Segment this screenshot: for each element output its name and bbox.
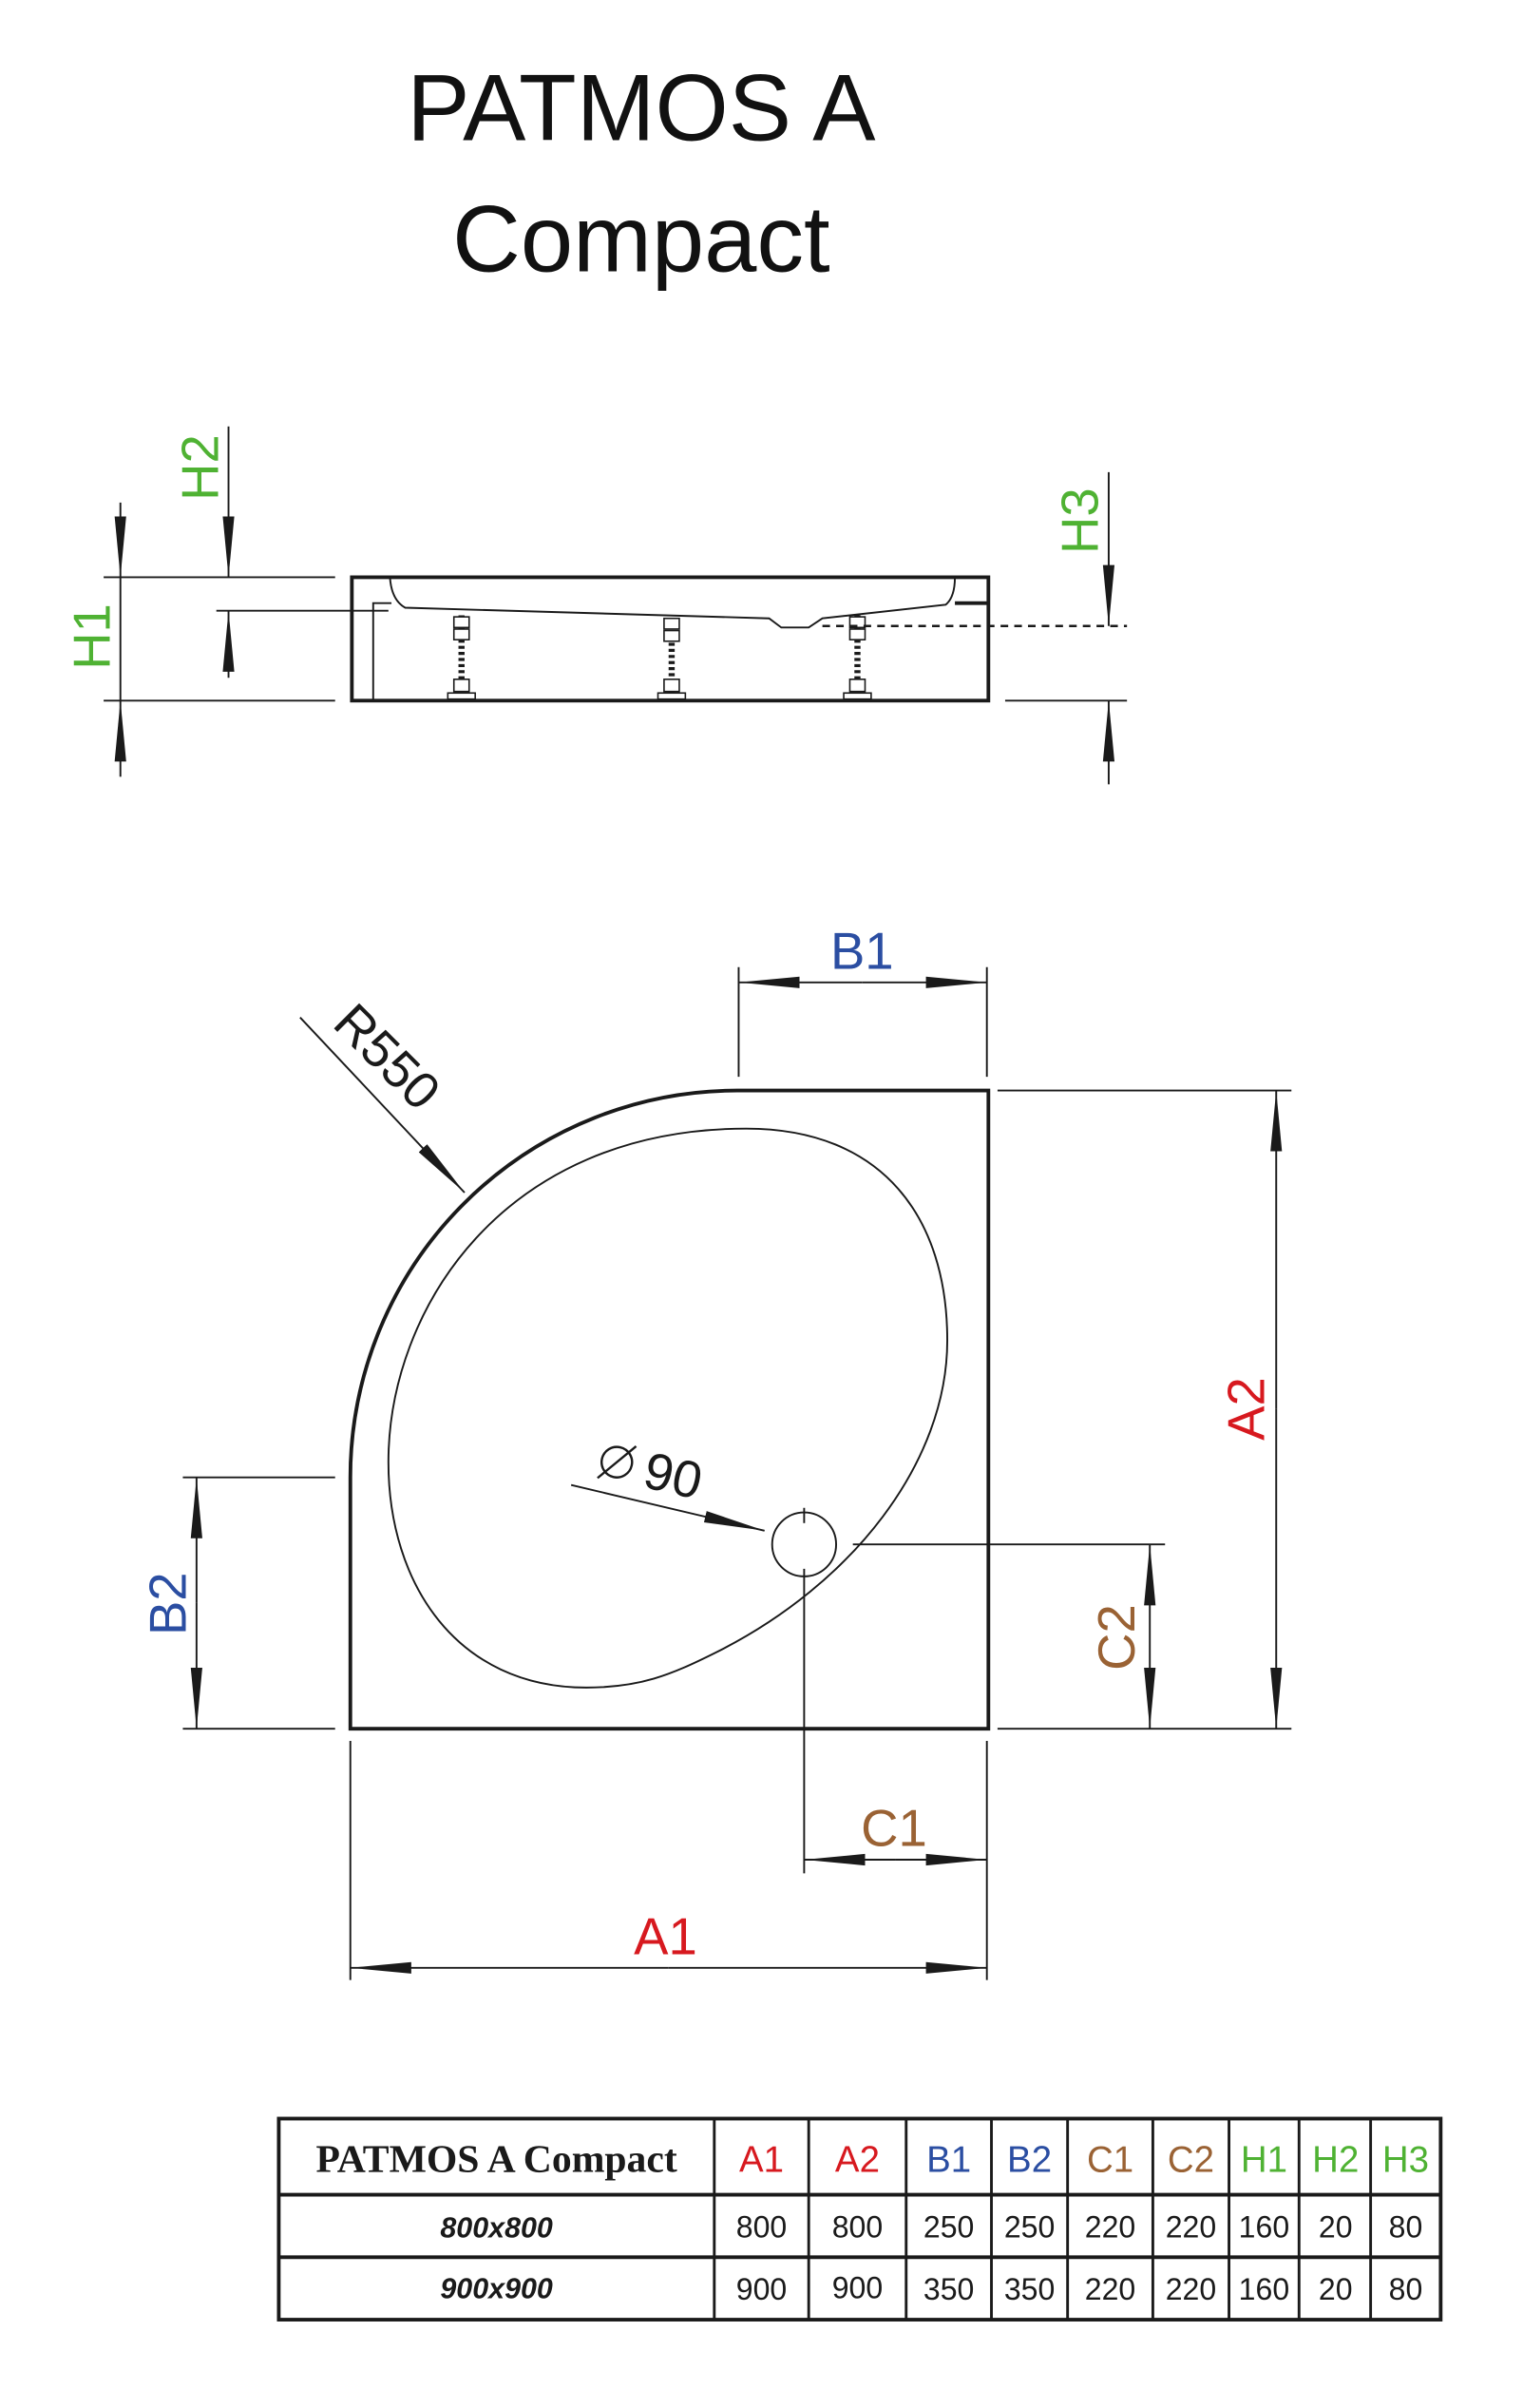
cell: 250	[1004, 2209, 1055, 2244]
side-view: H1 H2 H3	[64, 426, 1128, 785]
header-h1: H1	[1241, 2140, 1287, 2181]
leg	[657, 617, 687, 700]
b1-label: B1	[830, 922, 894, 980]
header-b2: B2	[1007, 2140, 1052, 2181]
header-h2: H2	[1312, 2140, 1359, 2181]
drain-label: 90	[638, 1442, 708, 1511]
table-header-row: A1 A2 B1 B2 C1 C2 H1 H2 H3	[739, 2140, 1429, 2181]
cell: 80	[1389, 2272, 1423, 2306]
cell: 220	[1166, 2209, 1216, 2244]
table-row: 800x800 800 800 250 250 220 220 160 20 8…	[440, 2209, 1422, 2244]
b2-label: B2	[140, 1572, 198, 1635]
dimensions-table: PATMOS A Compact A1 A2 B1 B2 C1 C2 H1 H2…	[276, 2116, 1443, 2322]
drain-diameter: 90	[597, 1442, 708, 1511]
header-b1: B1	[926, 2140, 971, 2181]
cell: 800	[832, 2209, 883, 2244]
a2-label: A2	[1217, 1377, 1275, 1441]
cell: 220	[1166, 2272, 1216, 2306]
cell: 220	[1085, 2209, 1135, 2244]
drain-leader	[570, 1483, 765, 1532]
cell: 80	[1389, 2209, 1423, 2244]
cell: 900	[736, 2272, 787, 2306]
h3-label: H3	[1052, 487, 1110, 554]
cell: 20	[1319, 2272, 1353, 2306]
tray-plan-outline	[348, 1088, 991, 1731]
radius-label: R550	[323, 992, 451, 1120]
header-a2: A2	[835, 2140, 880, 2181]
cell: 160	[1239, 2272, 1289, 2306]
header-a1: A1	[739, 2140, 784, 2181]
cell: 160	[1239, 2209, 1289, 2244]
a1-label: A1	[634, 1907, 697, 1965]
table-row: 900x900 900 900 350 350 220 220 160 20 8…	[440, 2271, 1422, 2307]
diameter-icon	[600, 1445, 634, 1479]
basin-profile	[389, 577, 957, 629]
cell: 250	[923, 2209, 974, 2244]
header-c1: C1	[1087, 2140, 1133, 2181]
basin-outline	[387, 1127, 949, 1689]
adjustable-legs	[447, 615, 872, 700]
table-product-name: PATMOS A Compact	[315, 2138, 676, 2182]
c2-label: C2	[1088, 1604, 1146, 1671]
row-size: 800x800	[440, 2211, 553, 2244]
cell: 20	[1319, 2209, 1353, 2244]
leg	[843, 615, 872, 700]
tray-side-outline	[350, 575, 991, 703]
title-line1: PATMOS A	[407, 55, 876, 161]
title-line2: Compact	[452, 186, 830, 292]
plan-view: R550 90 B1 A2 C2 B2 C1	[140, 922, 1292, 1980]
tray-inner-wall	[371, 602, 392, 701]
cell: 900	[832, 2271, 883, 2305]
cell: 350	[1004, 2272, 1055, 2306]
radius-leader	[299, 1017, 466, 1194]
cell: 800	[736, 2209, 787, 2244]
leg	[447, 615, 476, 700]
header-h3: H3	[1382, 2140, 1429, 2181]
cell: 220	[1085, 2272, 1135, 2306]
h2-label: H2	[171, 434, 229, 501]
cell: 350	[923, 2272, 974, 2306]
header-c2: C2	[1168, 2140, 1214, 2181]
row-size: 900x900	[440, 2273, 553, 2305]
h1-label: H1	[64, 603, 122, 670]
c1-label: C1	[861, 1800, 927, 1858]
